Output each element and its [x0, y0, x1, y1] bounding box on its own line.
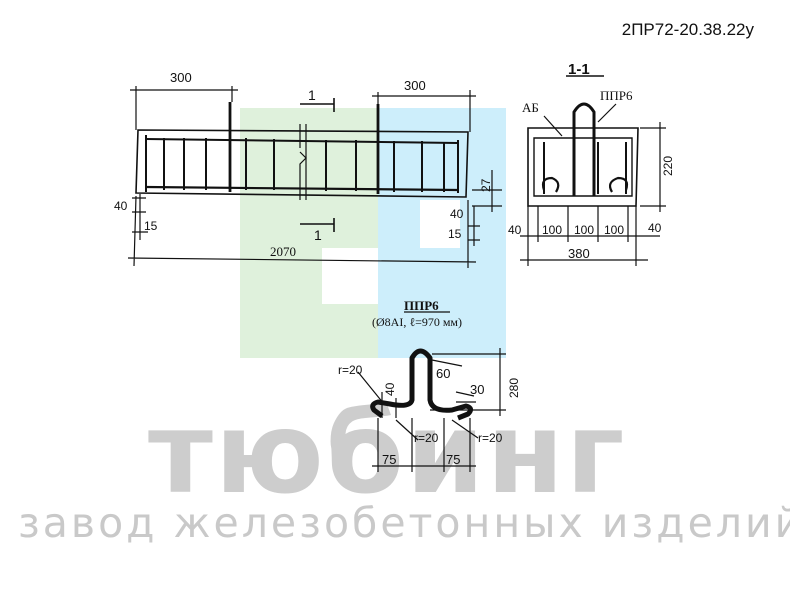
detail-subtitle: (Ø8АI, ℓ=970 мм): [372, 315, 462, 329]
stirrups: [163, 138, 445, 192]
dim-line: [455, 391, 476, 403]
beam-outline: [135, 129, 469, 198]
bent-bar-ppr6: [370, 348, 474, 421]
section-dim-width: 380: [568, 246, 590, 261]
section-label-ab: АБ: [522, 100, 539, 115]
elevation-dim-300-right: 300: [404, 78, 426, 93]
section-dim-bottom-0: 40: [508, 223, 522, 237]
section-hooks: [541, 176, 629, 193]
detail-dim-40: 40: [383, 382, 397, 396]
bottom-rebar: [145, 185, 459, 192]
section-dim-bottom-4: 40: [648, 221, 662, 235]
elevation-dim-300-left: 300: [170, 70, 192, 85]
dim-line: [520, 244, 648, 266]
detail-dim-60: 60: [436, 366, 450, 381]
section-bars: [543, 142, 627, 194]
dim-line: [132, 194, 148, 240]
section-lifting-loop: [572, 102, 596, 196]
elevation-section-mark-top: 1: [308, 87, 316, 103]
section-label-ppr: ППР6: [600, 88, 633, 103]
section-view: [520, 75, 666, 266]
detail-dim-75-right: 75: [446, 452, 460, 467]
detail-title: ППР6: [404, 298, 439, 313]
leader-line: [395, 419, 479, 441]
dim-line: [431, 359, 463, 367]
section-dim-height: 220: [661, 156, 675, 176]
break-line: [299, 124, 307, 200]
elevation-dim-15-right: 15: [448, 227, 462, 241]
detail-dim-280: 280: [507, 378, 521, 398]
elevation-dim-40-right: 40: [450, 207, 464, 221]
dim-line: [468, 170, 502, 246]
watermark-logo-cutout: [322, 248, 378, 304]
watermark-brand: тюбинг: [148, 389, 627, 519]
section-mark: [300, 218, 335, 232]
section-title: 1-1: [568, 61, 590, 78]
leader-line: [543, 103, 617, 137]
dim-line-length: [127, 195, 477, 268]
dim-line: [372, 418, 476, 472]
dim-line: [520, 206, 660, 244]
section-stirrup: [533, 137, 633, 197]
dim-line: [130, 86, 238, 130]
section-dim-bottom-3: 100: [604, 223, 624, 237]
dim-line: [430, 348, 506, 416]
detail-dim-75-left: 75: [382, 452, 396, 467]
dim-line: [372, 90, 476, 132]
product-code: 2ПР72-20.38.22у: [621, 20, 754, 39]
watermark-tagline: завод железобетонных изделий: [18, 499, 790, 547]
elevation-dim-15-left: 15: [144, 219, 158, 233]
detail-radius-left: r=20: [338, 363, 363, 377]
detail-radius-bottom-left: r=20: [414, 431, 439, 445]
elevation-dim-length: 2070: [270, 244, 296, 259]
dim-line: [357, 371, 397, 418]
detail-view: [357, 311, 506, 472]
section-mark: [300, 98, 335, 112]
detail-radius-bottom-right: r=20: [478, 431, 503, 445]
watermark-logo-cutout: [420, 200, 460, 248]
elevation-section-mark-bottom: 1: [314, 227, 322, 243]
elevation-view: [127, 86, 502, 268]
elevation-dim-40-left: 40: [114, 199, 128, 213]
section-dim-bottom-1: 100: [542, 223, 562, 237]
dim-line: [640, 122, 666, 212]
top-rebar: [145, 138, 459, 144]
elevation-dim-27: 27: [479, 178, 493, 192]
section-dim-bottom-2: 100: [574, 223, 594, 237]
detail-dim-30: 30: [470, 382, 484, 397]
